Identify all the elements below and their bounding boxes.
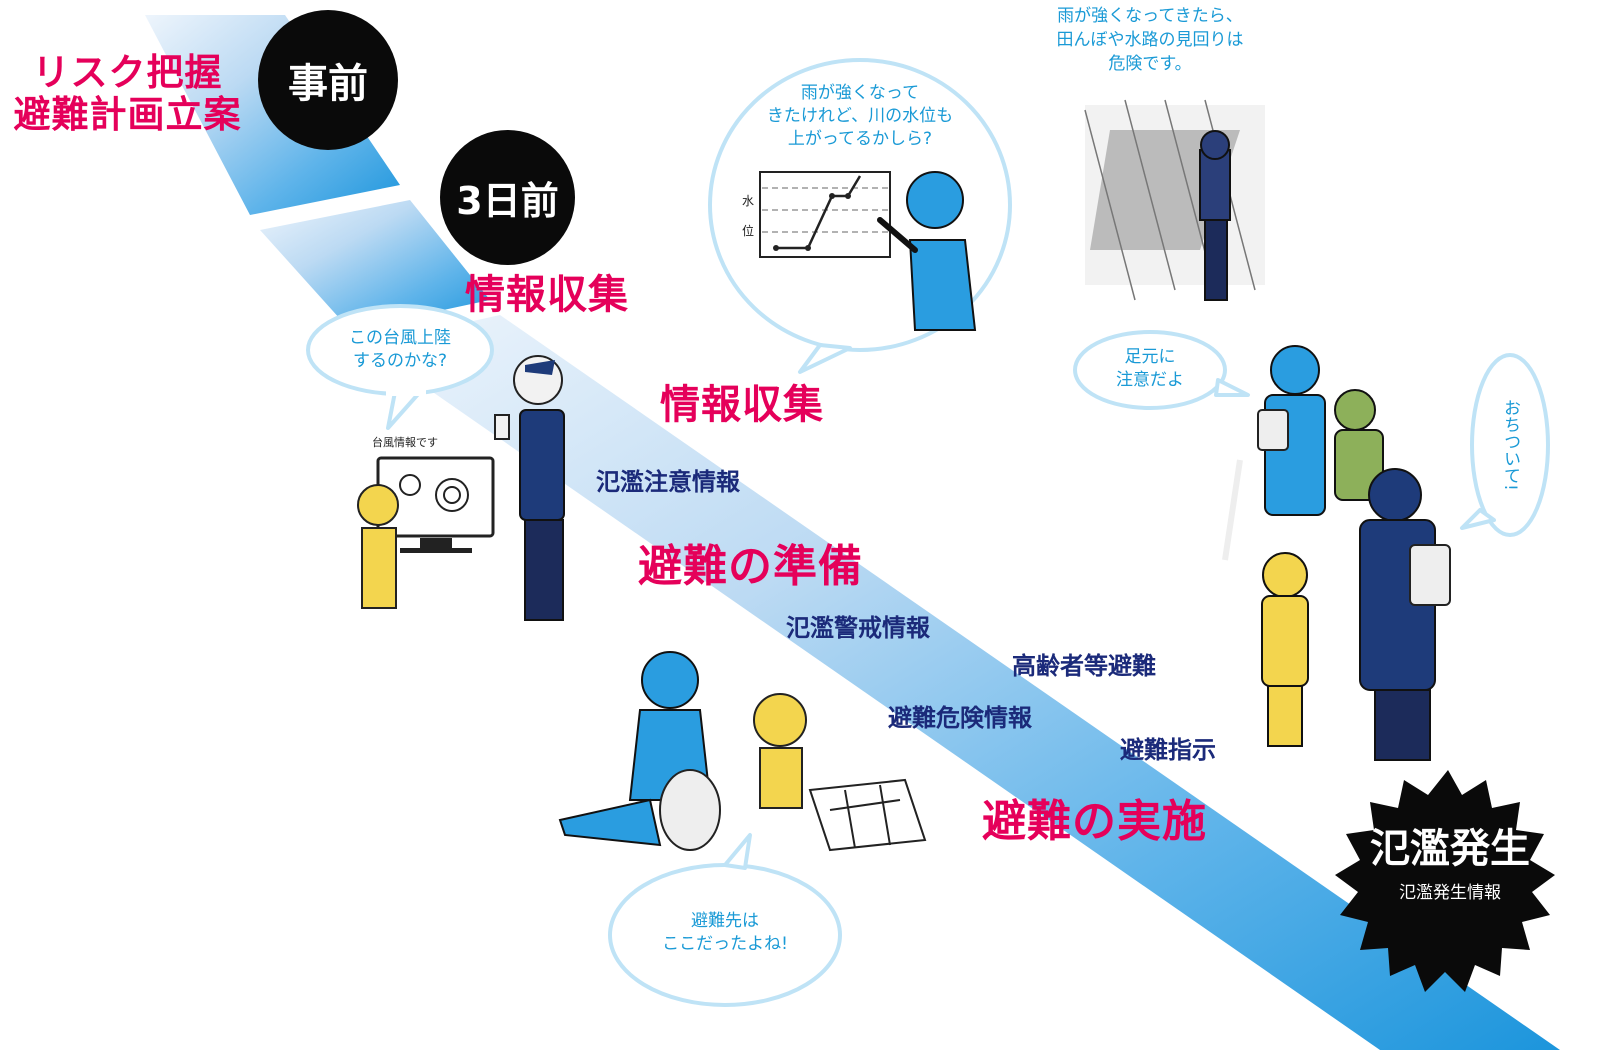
family-map-illustration [558,651,927,852]
water-level-chart [759,171,891,258]
overflow-title: 氾濫発生 [1370,826,1530,872]
alert-caution: 氾濫注意情報 [596,468,740,496]
woman-checking-river-illustration [877,171,977,331]
alert-elderly-evacuation: 高齢者等避難 [1012,652,1156,680]
timeline-band-segment-2 [260,200,490,330]
timeline-band-segment-3 [365,315,1560,1050]
stage-risk-line2: 避難計画立案 [13,93,242,136]
caption-field-line3: 危険です。 [1108,54,1192,74]
caption-field-line1: 雨が強くなってきたら、 [1057,6,1243,26]
typhoon-tv-caption: 台風情報です [372,436,438,449]
stage-risk-assessment: リスク把握 避難計画立案 [10,52,245,136]
bubble-typhoon-line1: この台風上陸 [349,328,451,348]
bubble-feet: 足元に 注意だよ [1085,346,1215,392]
bubble-feet-line2: 注意だよ [1116,370,1184,390]
bubble-typhoon-shape [306,304,494,430]
stage-evacuation-prep: 避難の準備 [638,541,863,592]
evacuating-family-illustration [1222,345,1451,761]
stage-evacuation-execute: 避難の実施 [982,796,1207,847]
bubble-calm-shape [1460,353,1550,537]
rain-field-illustration [1084,99,1265,301]
bubble-river: 雨が強くなって きたけれど、川の水位も 上がってるかしら? [740,82,980,151]
bubble-calm: おちついて! [1500,399,1520,491]
bubble-typhoon-line2: するのかな? [352,351,448,371]
weather-tv-illustration [357,456,495,609]
chart-axis-label-1: 水 [742,194,755,208]
bubble-shelter: 避難先は ここだったよね! [630,910,820,956]
bubble-typhoon: この台風上陸 するのかな? [310,327,490,373]
overflow-starburst [1335,770,1555,992]
stage-info-gathering-1: 情報収集 [465,272,629,318]
timing-three-days-badge: 3日前 [440,130,575,265]
chart-axis-label: 水 位 [742,186,754,246]
caption-field-line2: 田んぼや水路の見回りは [1056,30,1244,50]
chart-axis-label-2: 位 [742,224,755,238]
stage-risk-line1: リスク把握 [32,51,223,94]
bubble-shelter-line1: 避難先は [691,911,759,931]
alert-danger: 避難危険情報 [888,704,1032,732]
bubble-river-line3: 上がってるかしら? [787,129,933,149]
bubble-feet-line1: 足元に [1124,347,1176,367]
alert-warning: 氾濫警戒情報 [786,614,930,642]
bubble-river-line1: 雨が強くなって [800,83,920,103]
bubble-shelter-line2: ここだったよね! [662,934,788,954]
stage-info-gathering-2: 情報収集 [660,382,824,428]
overflow-subtitle: 氾濫発生情報 [1399,883,1501,903]
bubble-shelter-shape [608,833,842,1007]
man-with-phone-illustration [494,355,565,621]
caption-field-warning: 雨が強くなってきたら、 田んぼや水路の見回りは 危険です。 [1030,4,1270,76]
bubble-feet-shape [1073,330,1250,410]
timing-before-badge: 事前 [258,10,398,150]
alert-evacuation-instruction: 避難指示 [1120,736,1216,764]
bubble-river-line2: きたけれど、川の水位も [766,106,954,126]
